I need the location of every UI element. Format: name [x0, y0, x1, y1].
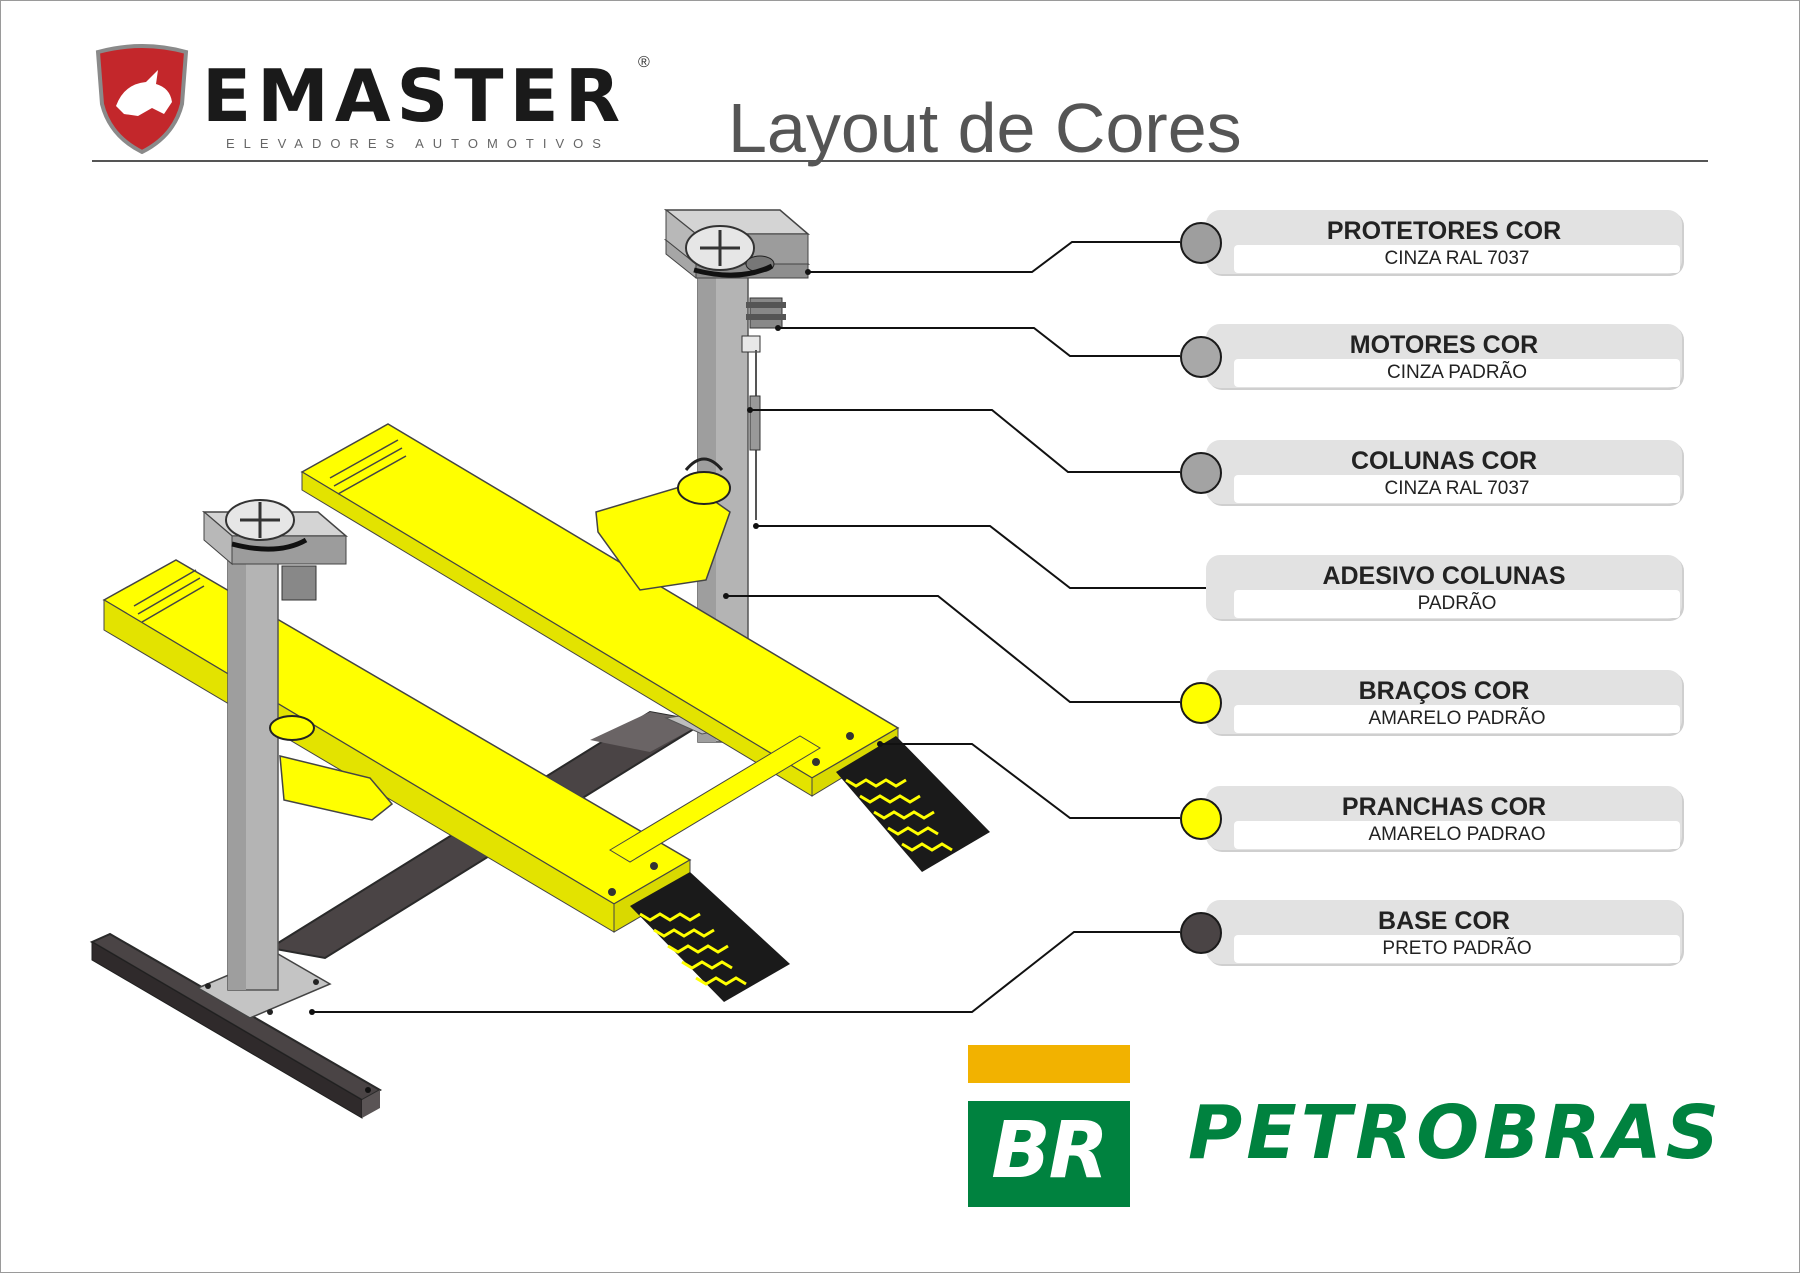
legend-item-motores: MOTORES COR CINZA PADRÃO [1180, 324, 1682, 390]
legend-value: PADRÃO [1234, 590, 1680, 618]
leader-line-pranchas [880, 743, 1180, 819]
color-swatch-protetores [1180, 222, 1222, 264]
petrobras-br-logo: BR [968, 1045, 1130, 1207]
legend-item-colunas: COLUNAS COR CINZA RAL 7037 [1180, 440, 1682, 506]
leader-lines [312, 241, 1206, 1013]
emaster-logo: EMASTER ® ELEVADORES AUTOMOTIVOS [94, 44, 660, 160]
legend-value: CINZA PADRÃO [1234, 359, 1680, 387]
legend-value: AMARELO PADRÃO [1234, 705, 1680, 733]
logo-wordmark: EMASTER [202, 54, 627, 138]
legend-value: CINZA RAL 7037 [1234, 475, 1680, 503]
rear-arm [595, 457, 731, 591]
legend-item-pranchas: PRANCHAS COR AMARELO PADRAO [1180, 786, 1682, 852]
rear-runway [300, 423, 990, 872]
br-logo-text: BR [991, 1106, 1109, 1196]
color-swatch-base [1180, 912, 1222, 954]
legend-item-adesivo: ADESIVO COLUNAS PADRÃO [1180, 555, 1682, 621]
leader-line-base [312, 931, 1180, 1013]
legend-item-protetores: PROTETORES COR CINZA RAL 7037 [1180, 210, 1682, 276]
legend-value: CINZA RAL 7037 [1234, 245, 1680, 273]
legend-title: COLUNAS COR [1350, 447, 1538, 475]
title-divider [92, 160, 1708, 162]
br-logo-green-box [968, 1101, 1130, 1207]
leader-line-adesivo [756, 525, 1206, 589]
front-arm [269, 715, 394, 821]
legend-value: PRETO PADRÃO [1234, 935, 1680, 963]
petrobras-wordmark: PETROBRAS [1188, 1090, 1724, 1176]
legend-title: PROTETORES COR [1326, 217, 1562, 245]
front-column [196, 499, 349, 1019]
legend-title: MOTORES COR [1349, 331, 1539, 359]
leader-line-bracos [726, 595, 1180, 703]
rhino-shield-icon [95, 44, 189, 154]
page-title: Layout de Cores [728, 89, 1242, 167]
leader-line-motores [778, 327, 1180, 357]
legend-title: ADESIVO COLUNAS [1322, 562, 1566, 590]
registered-mark: ® [638, 54, 650, 71]
color-swatch-motores [1180, 336, 1222, 378]
legend-title: PRANCHAS COR [1341, 793, 1547, 821]
logo-subtitle: ELEVADORES AUTOMOTIVOS [226, 136, 610, 151]
color-swatch-bracos [1180, 682, 1222, 724]
legend-item-base: BASE COR PRETO PADRÃO [1180, 900, 1682, 966]
color-swatch-colunas [1180, 452, 1222, 494]
leader-line-colunas [750, 409, 1180, 473]
legend-title: BRAÇOS COR [1358, 677, 1530, 705]
legend-item-bracos: BRAÇOS COR AMARELO PADRÃO [1180, 670, 1682, 736]
color-swatch-pranchas [1180, 798, 1222, 840]
legend-title: BASE COR [1378, 907, 1510, 935]
runway-crossbar [609, 735, 821, 863]
leader-line-protetores [808, 241, 1180, 273]
leader-dots [309, 269, 883, 1015]
br-logo-yellow-bar [968, 1045, 1130, 1083]
legend-value: AMARELO PADRAO [1234, 821, 1680, 849]
